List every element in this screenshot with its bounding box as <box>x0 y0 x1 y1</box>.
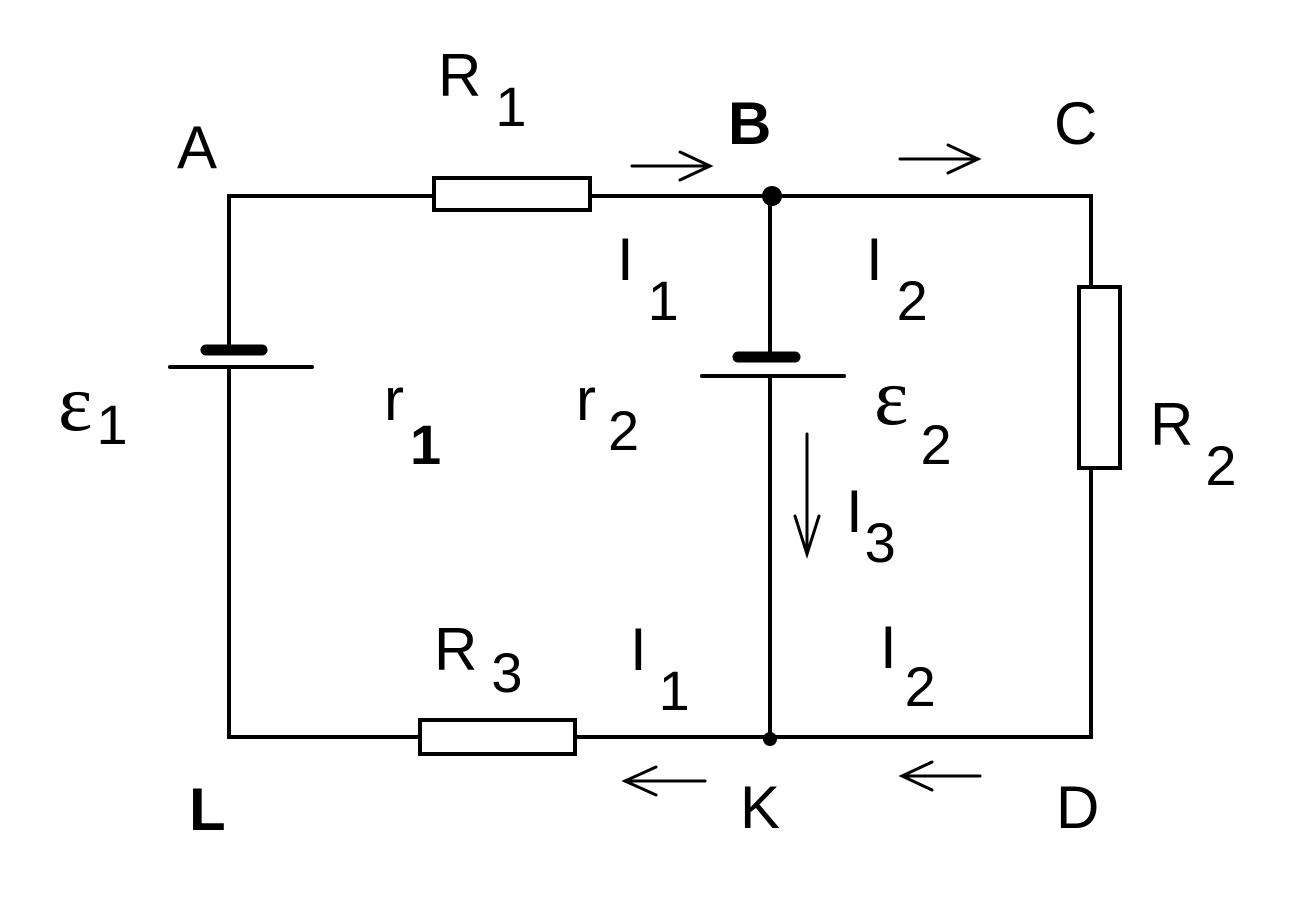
arrow-i3-down <box>793 432 821 559</box>
resistor-r2 <box>1077 285 1122 470</box>
node-label-b: B <box>728 90 771 157</box>
label-emf1: ε1 <box>58 357 128 456</box>
node-label-c: C <box>1054 90 1097 157</box>
label-current-i2-bottom: I2 <box>880 614 936 718</box>
arrow-i2-top <box>898 143 982 175</box>
label-current-i1-top: I1 <box>617 226 679 332</box>
label-emf2: ε2 <box>874 351 952 476</box>
battery-emf1 <box>168 344 314 369</box>
resistor-r3 <box>418 718 577 756</box>
arrow-i2-bottom <box>898 760 982 792</box>
junction-b-dot <box>762 186 782 206</box>
label-internal-r1: r1 <box>384 366 441 476</box>
node-label-a: A <box>177 114 217 181</box>
label-r2: R2 <box>1150 391 1237 497</box>
arrow-i1-bottom <box>621 765 707 797</box>
label-current-i1-bottom: I1 <box>630 616 690 722</box>
arrow-i1-top <box>630 150 714 182</box>
battery-emf2 <box>700 351 846 378</box>
junction-k-dot <box>763 732 777 746</box>
resistor-r1 <box>432 176 592 212</box>
label-current-i3: I3 <box>846 478 896 574</box>
wires <box>227 194 1093 739</box>
node-label-l: L <box>189 776 226 843</box>
node-label-k: K <box>740 774 780 841</box>
label-current-i2-top: I2 <box>866 226 928 332</box>
node-label-d: D <box>1056 774 1099 841</box>
